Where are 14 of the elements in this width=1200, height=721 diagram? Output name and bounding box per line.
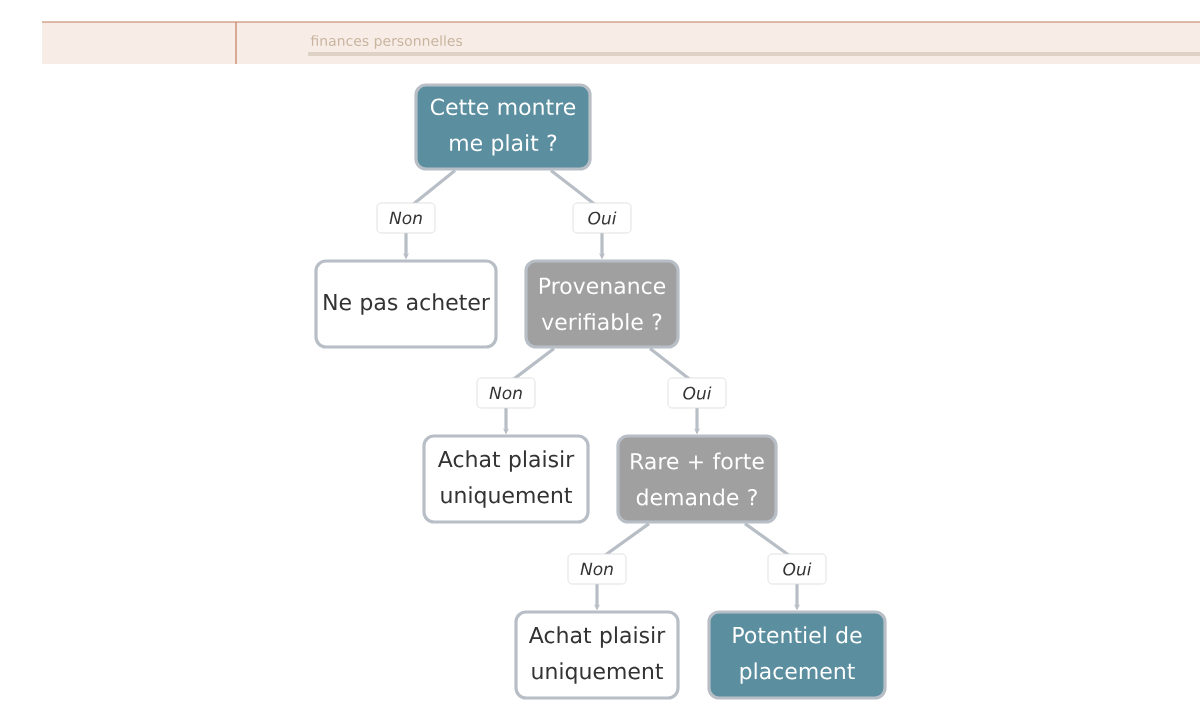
answer-box: Achat plaisir uniquement [422,434,590,524]
edge-label: Oui [767,553,827,585]
edge-label: Oui [572,202,632,234]
edge-label: Non [567,553,627,585]
question-box: Rare + forte demande ? [616,434,778,524]
edge-label: Non [476,377,536,409]
tagline: finances personnelles [310,35,463,49]
answer-box: Achat plaisir uniquement [514,610,680,700]
question-box: Cette montre me plait ? [414,83,592,171]
edge-label: Oui [667,377,727,409]
edge-label: Non [376,202,436,234]
question-box: Provenance verifiable ? [524,259,680,349]
result-box: Potentiel de placement [707,610,887,700]
answer-box: Ne pas acheter [314,259,498,349]
